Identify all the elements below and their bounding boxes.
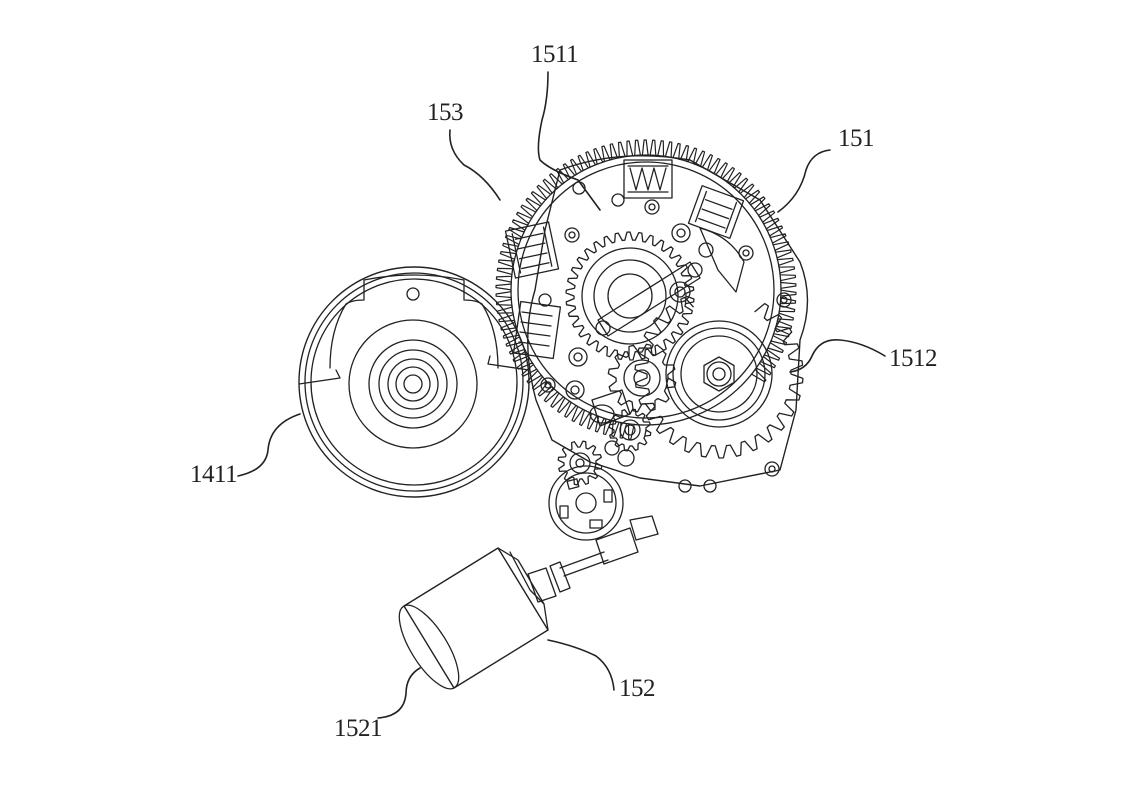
label-151: 151 (838, 125, 875, 152)
coil-block-right (687, 185, 745, 239)
label-153: 153 (427, 99, 464, 126)
gear-plate-153 (504, 155, 809, 493)
output-gear-1512 (607, 296, 804, 459)
leader-151 (777, 149, 831, 213)
leader-1512 (789, 339, 886, 373)
lower-gear-a-teeth (557, 440, 603, 486)
intermediate-gear-teeth (607, 343, 677, 413)
leader-1411 (237, 413, 301, 477)
inner-gear-train-1511 (565, 223, 745, 361)
leader-1511 (537, 71, 601, 211)
label-1521: 1521 (334, 715, 383, 742)
label-152: 152 (619, 675, 656, 702)
mounting-holes (538, 181, 792, 493)
leader-152 (547, 639, 615, 691)
leader-153 (448, 129, 501, 201)
label-1512: 1512 (889, 345, 938, 372)
motor-1521 (398, 547, 549, 690)
motor-assembly-152 (527, 465, 659, 603)
inner-gear-teeth (565, 231, 695, 361)
coil-block-left (504, 221, 560, 279)
output-gear-teeth (634, 296, 804, 459)
label-1511: 1511 (531, 41, 579, 68)
coil-block-top (623, 159, 673, 199)
leader-1521 (377, 667, 421, 719)
lower-gear-b-teeth (608, 408, 652, 452)
leader-lines (237, 71, 886, 719)
drum-1411 (298, 266, 562, 498)
label-1411: 1411 (190, 461, 238, 488)
